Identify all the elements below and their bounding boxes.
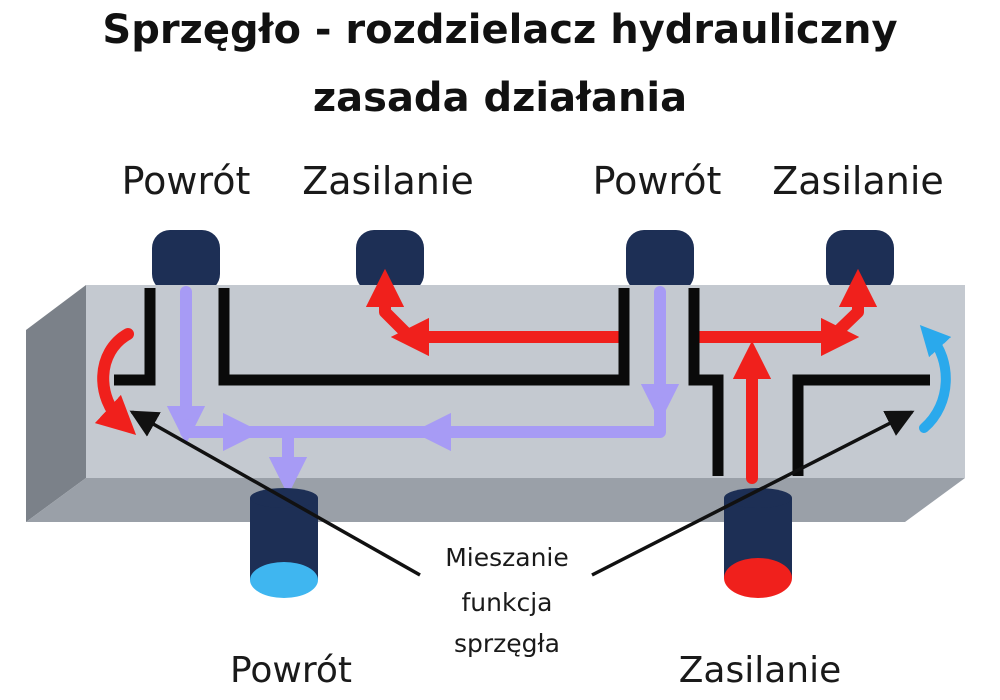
label-top-left-return: Powrót [122,159,251,203]
title-line-2: zasada działania [312,75,688,121]
label-bottom-supply: Zasilanie [679,650,842,691]
pipe-top-left-supply [356,230,424,292]
mixing-arrow-left [94,328,137,436]
body-bottom-face [26,478,965,522]
label-bottom-return: Powrót [230,650,352,691]
wall-left [114,288,156,386]
hot-supply-cap [724,558,792,598]
return-flow-left-run [180,412,262,452]
return-flow-right-run [412,397,666,452]
title-line-1: Sprzęgło - rozdzielacz hydrauliczny [102,7,898,53]
supply-flow-right-rise [826,268,878,343]
cold-return-cap [250,562,318,598]
body-left-side [26,285,86,522]
separator-body [26,285,965,522]
top-pipe-stubs [152,230,894,292]
partition-walls [114,288,930,476]
supply-flow-left-rise [365,268,416,343]
annotation-line-1: Mieszanie [445,543,569,572]
annotation-line-3: sprzęgła [454,629,560,658]
annotation-line-2: funkcja [462,588,553,617]
label-top-left-supply: Zasilanie [302,159,474,203]
pointer-right [591,410,915,577]
mixing-arrow-right [919,324,952,433]
wall-right [792,374,930,476]
label-top-right-supply: Zasilanie [772,159,944,203]
annotation-pointers [129,410,915,577]
pointer-left [129,410,421,577]
bottom-pipe-supply [724,488,792,598]
supply-flow-left [365,268,624,357]
pipe-top-right-return [626,230,694,292]
return-flow [166,286,680,496]
pipe-top-left-return [152,230,220,292]
label-top-right-return: Powrót [593,159,722,203]
wall-center-right [688,288,724,476]
wall-center-left [218,288,630,386]
bottom-pipe-return [250,488,318,598]
supply-flow-right [694,268,878,484]
